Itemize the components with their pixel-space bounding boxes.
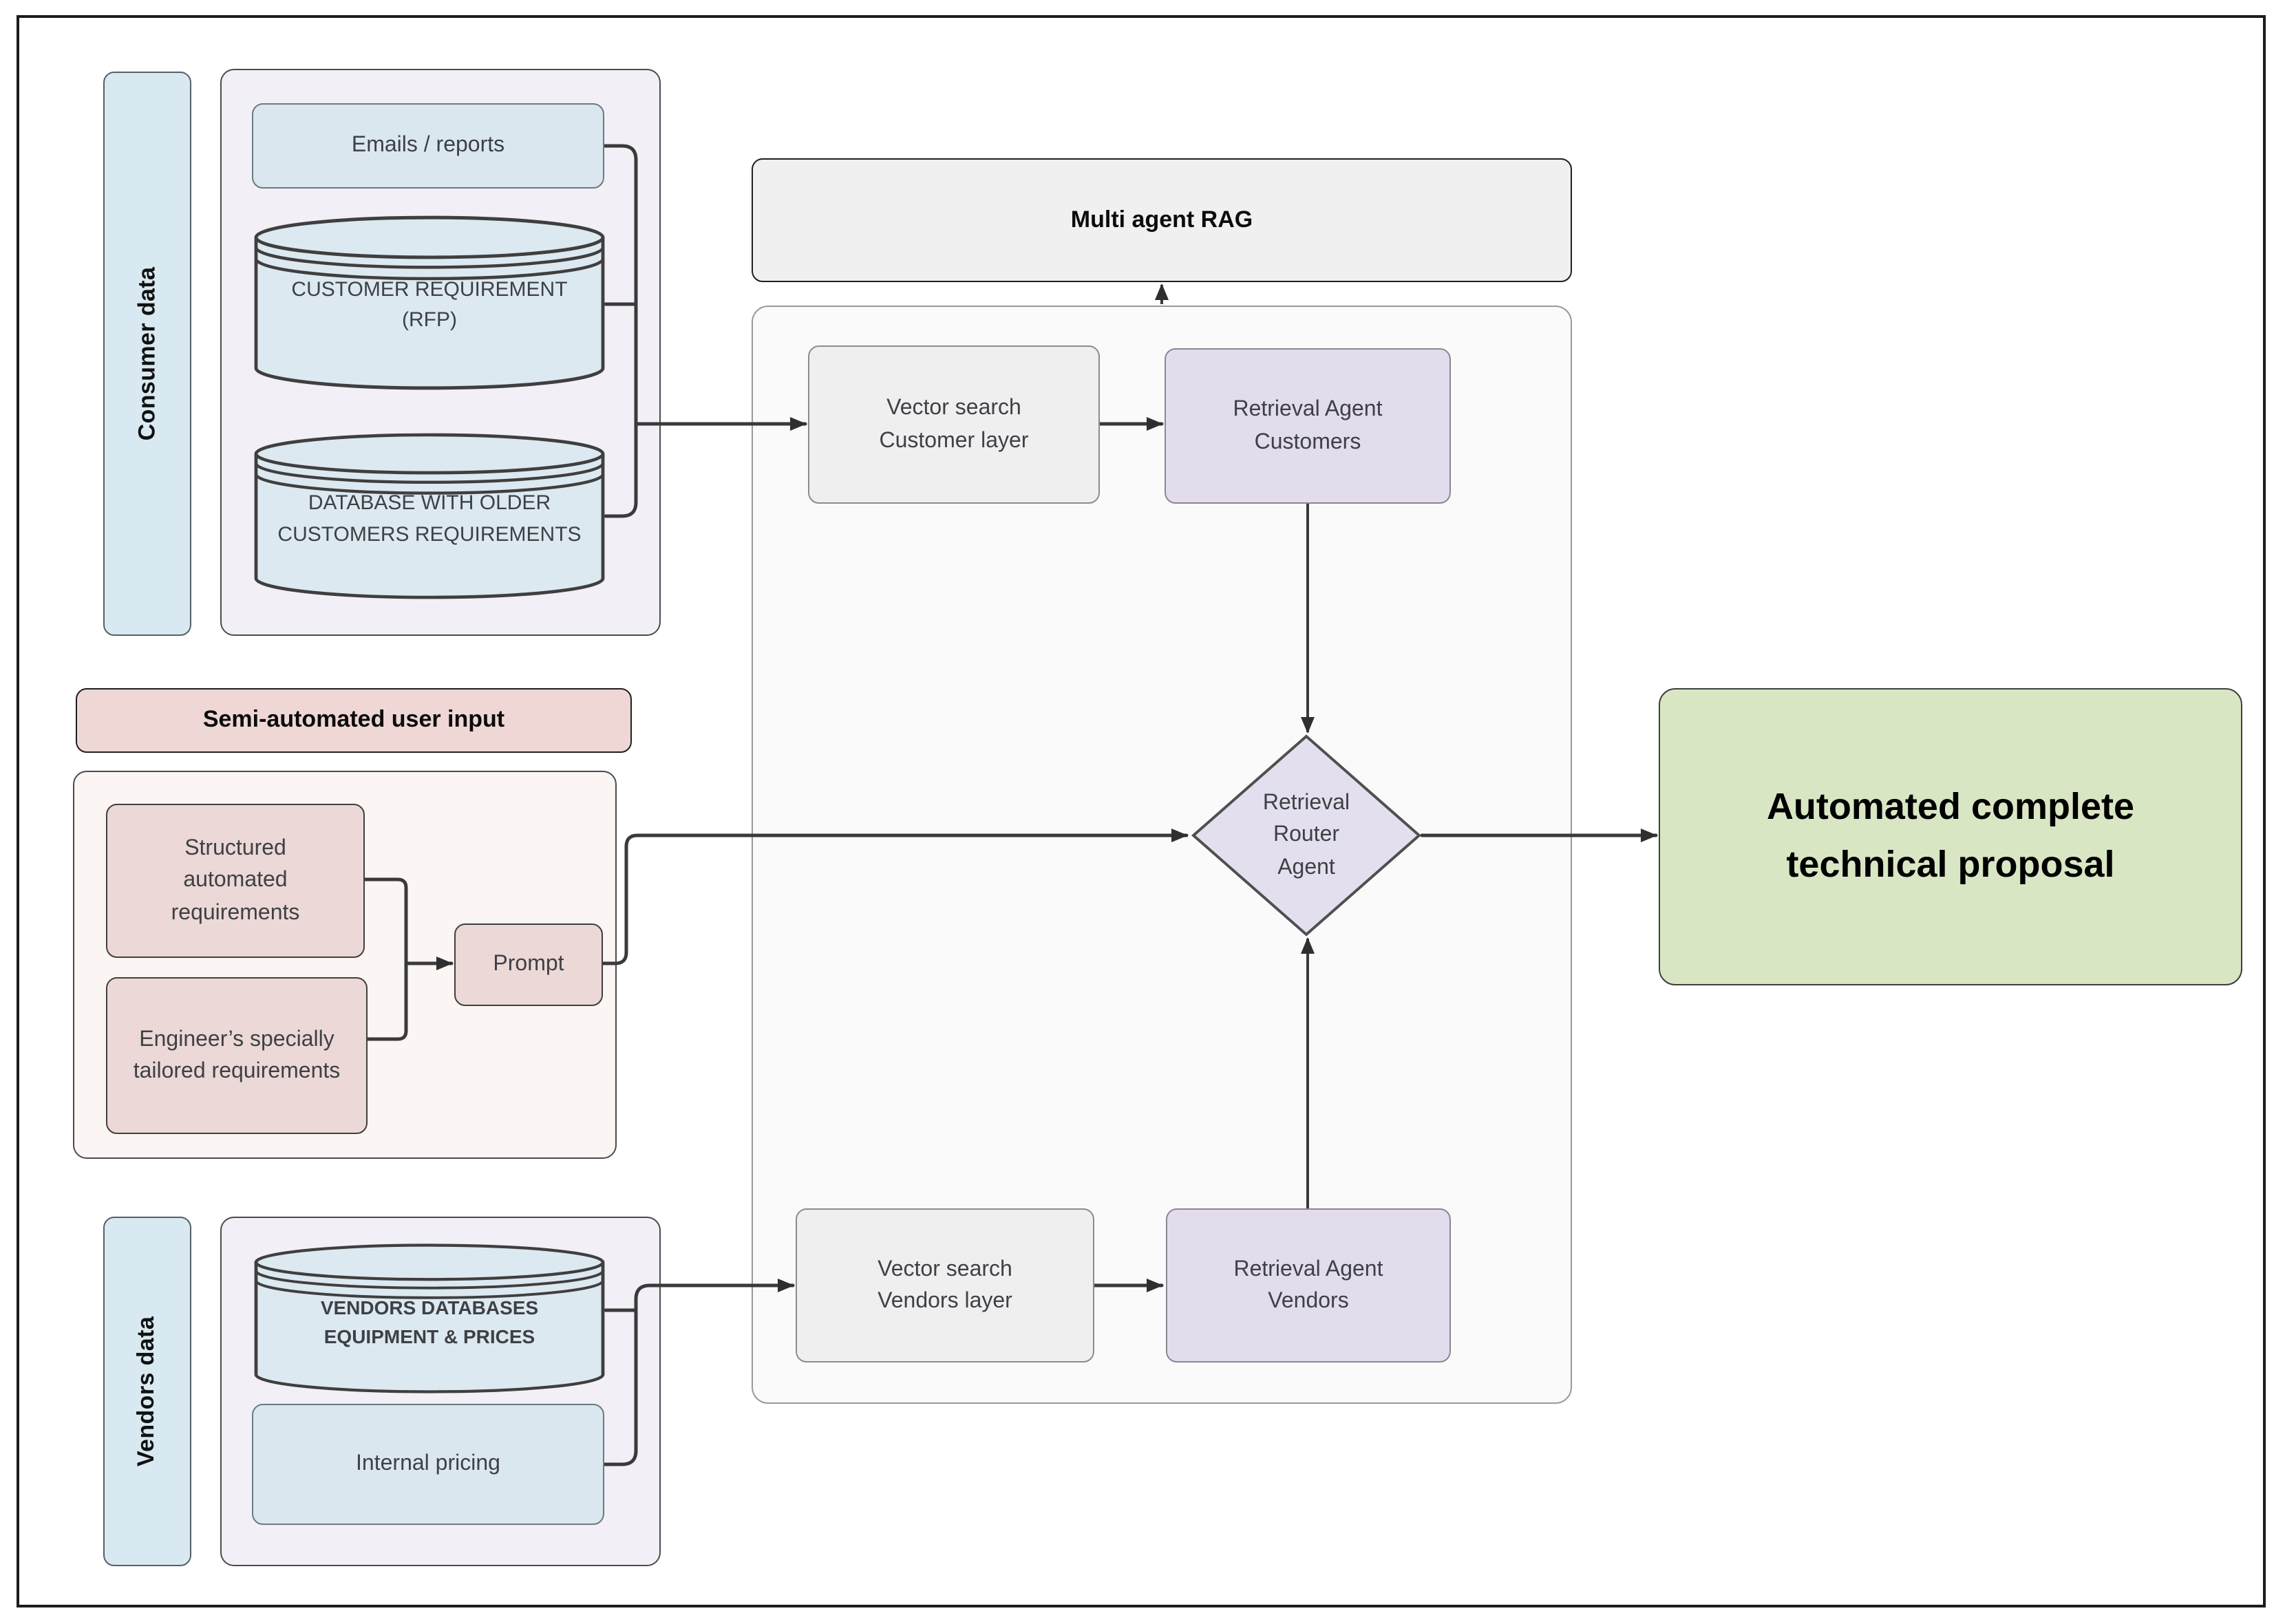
automated-proposal-box: Automated complete technical proposal (1659, 688, 2242, 985)
emails-reports-box: Emails / reports (252, 103, 604, 189)
vector-search-customer-label: Vector search Customer layer (879, 396, 1029, 452)
retrieval-agent-vendors-label: Retrieval Agent Vendors (1233, 1257, 1383, 1313)
retrieval-agent-vendors-box: Retrieval Agent Vendors (1166, 1208, 1451, 1363)
engineer-requirements-box: Engineer’s specially tailored requiremen… (106, 977, 368, 1134)
internal-pricing-label: Internal pricing (356, 1452, 500, 1476)
consumer-data-strip: Consumer data (103, 72, 191, 636)
engineer-requirements-label: Engineer’s specially tailored requiremen… (133, 1027, 341, 1083)
emails-reports-label: Emails / reports (351, 133, 505, 158)
connector-consumer-bracket (602, 144, 638, 518)
prompt-label: Prompt (493, 952, 564, 976)
vendors-db-cylinder: VENDORS DATABASES EQUIPMENT & PRICES (253, 1243, 606, 1394)
vector-search-customer-box: Vector search Customer layer (808, 345, 1100, 504)
multi-agent-rag-header: Multi agent RAG (752, 158, 1572, 282)
internal-pricing-box: Internal pricing (252, 1404, 604, 1525)
older-customers-db-label: DATABASE WITH OLDER CUSTOMERS REQUIREMEN… (277, 491, 582, 546)
outer-frame (17, 15, 2266, 1607)
retrieval-router-agent-label: Retrieval Router Agent (1262, 791, 1350, 879)
customer-requirement-db-label: CUSTOMER REQUIREMENT (RFP) (291, 277, 568, 332)
retrieval-agent-customers-box: Retrieval Agent Customers (1165, 348, 1451, 504)
structured-requirements-label: Structured automated requirements (171, 837, 300, 925)
multi-agent-rag-label: Multi agent RAG (1070, 206, 1253, 233)
customer-requirement-db-cylinder: CUSTOMER REQUIREMENT (RFP) (253, 215, 606, 391)
semi-automated-header: Semi-automated user input (76, 688, 632, 753)
vendors-data-strip: Vendors data (103, 1217, 191, 1566)
connector-vendors-bracket-to-vector (602, 1279, 795, 1466)
older-customers-db-cylinder: DATABASE WITH OLDER CUSTOMERS REQUIREMEN… (253, 432, 606, 600)
connector-prompt-to-router (601, 829, 1189, 965)
prompt-box: Prompt (454, 923, 603, 1006)
automated-proposal-label: Automated complete technical proposal (1766, 786, 2135, 885)
vector-search-vendors-label: Vector search Vendors layer (878, 1257, 1012, 1313)
semi-automated-header-label: Semi-automated user input (202, 706, 505, 733)
retrieval-agent-customers-label: Retrieval Agent Customers (1233, 398, 1383, 453)
retrieval-router-agent-diamond: Retrieval Router Agent (1191, 734, 1422, 937)
vendors-db-label: VENDORS DATABASES EQUIPMENT & PRICES (320, 1296, 539, 1348)
structured-requirements-box: Structured automated requirements (106, 804, 365, 958)
connector-userinput-bracket (363, 877, 408, 1041)
vector-search-vendors-box: Vector search Vendors layer (796, 1208, 1094, 1363)
